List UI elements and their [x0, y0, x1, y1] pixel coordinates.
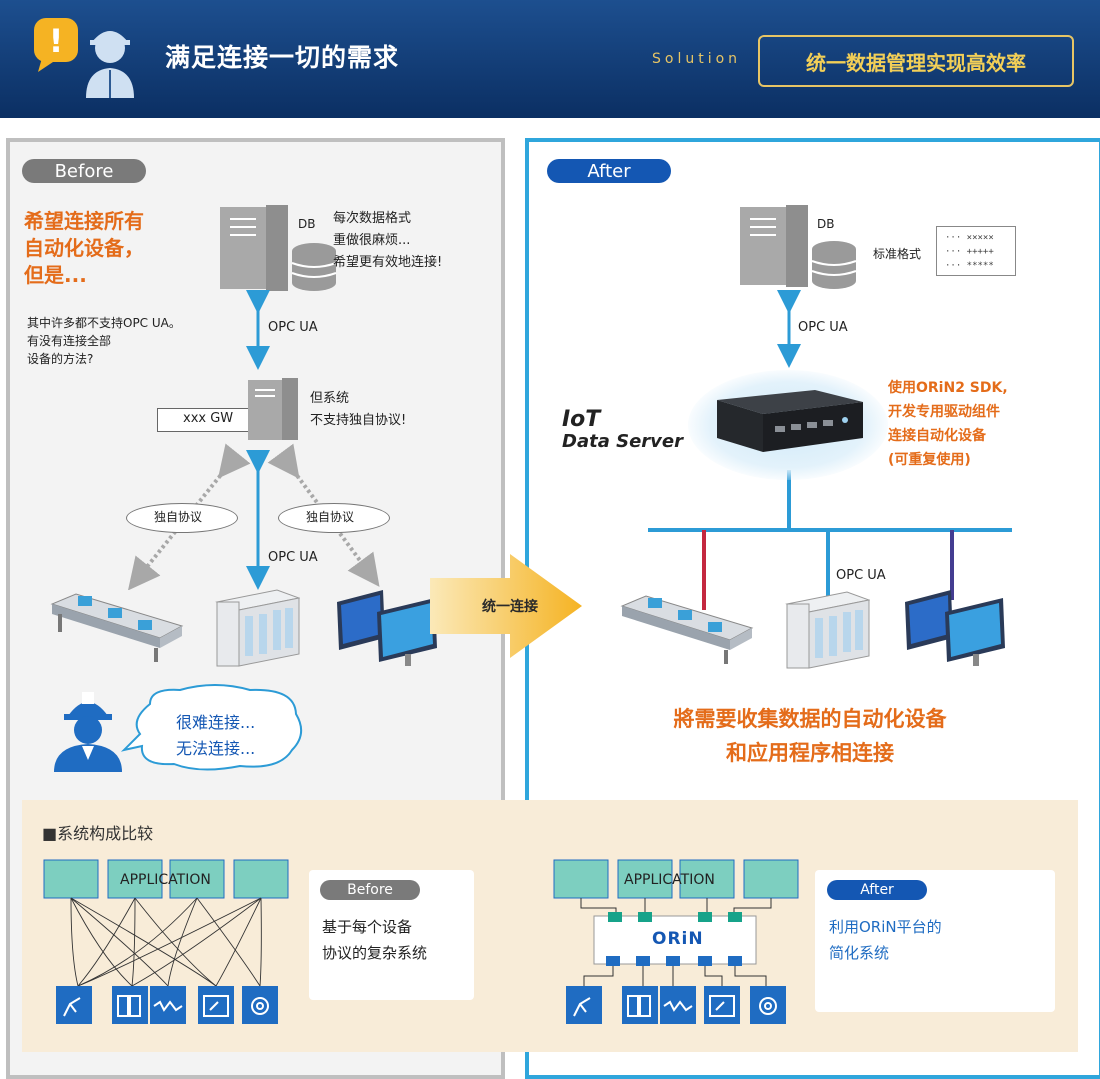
before-db-label: DB — [298, 217, 316, 231]
gateway-server-icon — [248, 378, 298, 440]
before-headline-line: 但是... — [24, 263, 87, 287]
after-db-label: DB — [817, 217, 835, 231]
before-db-comment: 每次数据格式 重做很麻烦... 希望更有效地连接! — [333, 208, 442, 274]
format-label: 标准格式 — [873, 247, 922, 261]
iot-label-line: Data Server — [562, 431, 683, 452]
conveyor-icon — [50, 593, 184, 662]
question-line: 有没有连接全部 — [27, 334, 112, 348]
before-badge: Before — [22, 159, 146, 183]
worker-icon — [54, 692, 122, 772]
before-desc-line: 协议的复杂系统 — [322, 944, 428, 962]
question-line: 其中许多都不支持OPC UA。 — [27, 316, 181, 330]
proto-left-ellipse — [126, 503, 238, 533]
after-system-diagram — [553, 859, 799, 1024]
solution-box: 统一数据管理实现高效率 — [758, 35, 1074, 87]
sdk-text: 使用ORiN2 SDK, 开发专用驱动组件 连接自动化设备 (可重复使用) — [888, 376, 1008, 472]
svg-text:!: ! — [49, 22, 64, 60]
iot-box-icon — [717, 390, 863, 452]
before-desc-line: 基于每个设备 — [322, 918, 413, 936]
after-desc-line: 简化系统 — [829, 944, 890, 962]
sdk-line: 使用ORiN2 SDK, — [888, 380, 1008, 396]
sdk-line: 开发专用驱动组件 — [888, 404, 1000, 420]
sdk-line: 连接自动化设备 — [888, 428, 986, 444]
after-headline-line: 和应用程序相连接 — [726, 741, 894, 765]
server-db-icon — [220, 205, 337, 291]
after-desc-line: 利用ORiN平台的 — [829, 918, 942, 936]
unify-arrow-label: 统一连接 — [482, 599, 538, 615]
db-comment-line: 每次数据格式 — [333, 211, 412, 226]
format-box: ··· ××××× ··· +++++ ··· ***** — [936, 226, 1016, 276]
iot-label-line: IoT — [562, 407, 601, 432]
plc-icon — [785, 591, 870, 669]
page-title: 满足连接一切的需求 — [165, 43, 400, 72]
after-opc-top: OPC UA — [798, 320, 848, 335]
format-row: ··· ***** — [945, 261, 994, 271]
monitor-icon — [905, 590, 1005, 666]
header-banner — [0, 0, 1100, 118]
before-compare-badge: Before — [320, 880, 420, 900]
orin-logo: ORiN — [652, 929, 704, 949]
db-comment-line: 希望更有效地连接! — [333, 255, 443, 270]
monitor-icon — [337, 590, 437, 666]
comparison-title: ■系统构成比较 — [42, 824, 154, 843]
after-headline-line: 將需要收集数据的自动化设备 — [673, 707, 947, 731]
before-compare-desc: 基于每个设备 协议的复杂系统 — [322, 914, 427, 966]
format-row: ··· ××××× — [945, 233, 994, 243]
before-system-diagram — [43, 859, 289, 1024]
after-app-label: APPLICATION — [624, 872, 715, 888]
iot-label: IoT Data Server — [562, 407, 683, 454]
after-badge: After — [547, 159, 671, 183]
db-comment-line: 重做很麻烦... — [333, 233, 411, 248]
gw-comment-line: 但系统 — [310, 391, 350, 406]
sdk-line: (可重复使用) — [888, 452, 971, 468]
warning-person-icon: ! — [34, 18, 134, 98]
bubble-text: 很难连接... 无法连接... — [176, 710, 255, 762]
after-compare-badge: After — [827, 880, 927, 900]
proto-left-label: 独自协议 — [154, 510, 203, 524]
question-line: 设备的方法? — [27, 352, 94, 366]
conveyor-icon — [620, 595, 754, 664]
before-headline-line: 自动化设备， — [24, 236, 144, 260]
before-opc-top: OPC UA — [268, 320, 318, 335]
before-question: 其中许多都不支持OPC UA。 有没有连接全部 设备的方法? — [27, 314, 181, 368]
after-headline: 將需要收集数据的自动化设备 和应用程序相连接 — [545, 702, 1075, 770]
gw-comment-line: 不支持独自协议! — [310, 413, 407, 428]
before-app-label: APPLICATION — [120, 872, 211, 888]
proto-right-label: 独自协议 — [306, 510, 355, 524]
after-opc-device: OPC UA — [836, 568, 886, 583]
format-row: ··· +++++ — [945, 247, 994, 257]
bubble-line: 无法连接... — [176, 739, 256, 758]
gw-comment: 但系统 不支持独自协议! — [310, 388, 406, 432]
after-compare-desc: 利用ORiN平台的 简化系统 — [829, 914, 942, 966]
before-opc-bottom: OPC UA — [268, 550, 318, 565]
after-connection-lines — [648, 290, 1012, 610]
speech-bubble — [120, 684, 303, 771]
solution-label: Solution — [652, 51, 742, 67]
server-db-icon — [740, 205, 857, 289]
plc-icon — [215, 589, 300, 667]
solution-text: 统一数据管理实现高效率 — [806, 50, 1026, 75]
proto-right-ellipse — [278, 503, 390, 533]
before-connection-arrows — [127, 290, 380, 590]
bubble-line: 很难连接... — [176, 713, 256, 732]
before-headline: 希望连接所有 自动化设备， 但是... — [24, 208, 144, 289]
unify-arrow — [430, 554, 582, 658]
gw-label: xxx GW — [183, 411, 234, 426]
before-headline-line: 希望连接所有 — [24, 209, 144, 233]
